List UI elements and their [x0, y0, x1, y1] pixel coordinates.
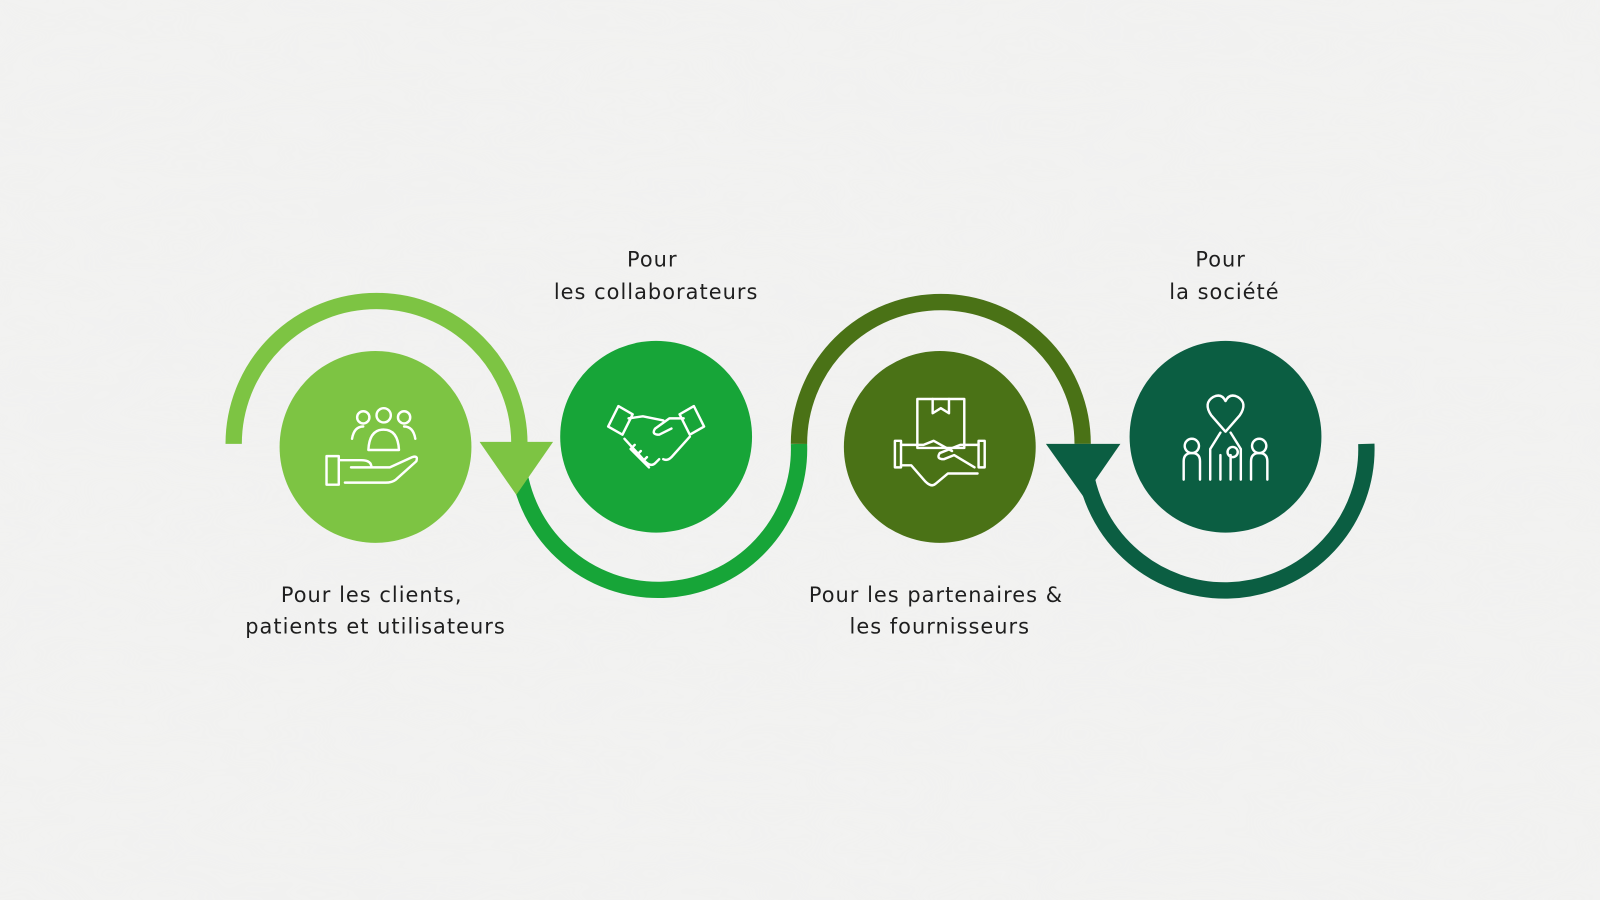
step-label-clients: Pour les clients, patients et utilisateu…: [245, 583, 506, 639]
arrow-arc-2: [509, 443, 808, 599]
step-label-collaborateurs: Pour les collaborateurs: [554, 247, 759, 304]
arrow-head-1: [479, 441, 554, 495]
step-label-partenaires: Pour les partenaires & les fournisseurs: [809, 583, 1071, 639]
arrow-arc-4: [1075, 443, 1375, 599]
step-label-societe: Pour la société: [1169, 247, 1279, 304]
community-heart-icon: [1182, 394, 1269, 481]
arrow-arc-1: [225, 292, 528, 444]
arrow-arc-3: [790, 293, 1091, 444]
step-circle-societe: [1129, 340, 1322, 533]
handshake-icon: [606, 404, 706, 469]
hand-holding-people-icon: [325, 406, 419, 486]
handshake-box-icon: [893, 397, 986, 487]
arrow-head-2: [1045, 443, 1121, 497]
step-circle-clients: [279, 351, 472, 543]
step-circle-collaborateurs: [560, 340, 753, 533]
